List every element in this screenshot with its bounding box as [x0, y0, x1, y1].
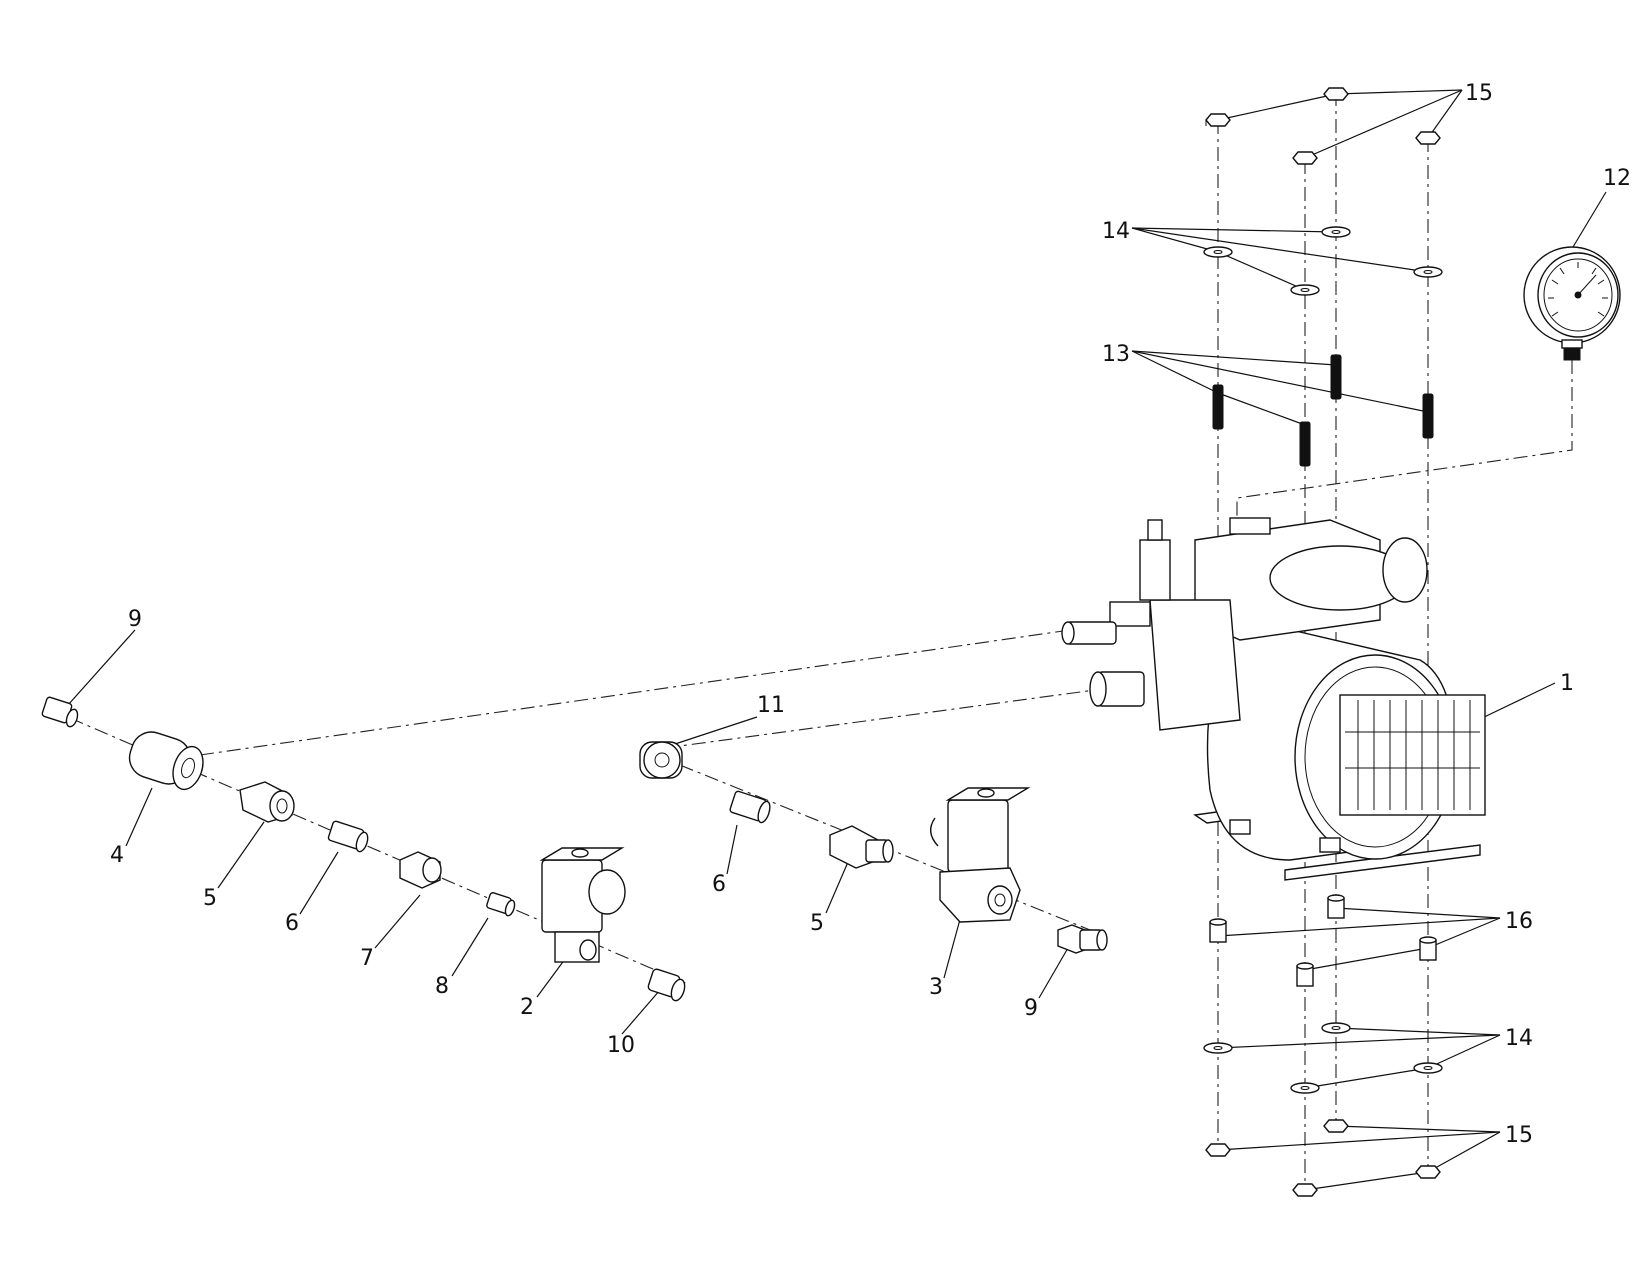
fan-grille: [1339, 694, 1486, 816]
callout-13: 13: [1102, 342, 1130, 367]
nipple-fitting-left: [41, 696, 79, 728]
callout-5-right: 5: [810, 911, 824, 936]
spacers: [1209, 894, 1437, 987]
callout-14-top: 14: [1102, 219, 1130, 244]
hex-nut: [1415, 131, 1441, 145]
assembly-centerlines: [69, 92, 1573, 1190]
nipple-fitting-right: [1057, 924, 1108, 954]
pressure-gauge-icon: [1523, 246, 1621, 361]
spacer: [1296, 962, 1314, 987]
threaded-nipple-6-right: [729, 790, 771, 824]
callout-9-left: 9: [128, 607, 142, 632]
motor-pump-assembly: [1061, 517, 1486, 881]
hex-nut: [1292, 1183, 1318, 1197]
hex-nut: [1205, 1143, 1231, 1157]
spacer: [1327, 894, 1345, 919]
callout-6-left: 6: [285, 911, 299, 936]
hex-nuts-bottom: [1205, 1119, 1441, 1197]
callout-12: 12: [1603, 166, 1631, 191]
callout-labels: 1 2 3 4 5 5 6 6 7 8 9 9 10 11 12 13 14 1…: [110, 81, 1631, 1148]
washers-bottom: [1203, 1022, 1443, 1094]
solenoid-valve-3: [930, 787, 1031, 923]
callout-7: 7: [360, 946, 374, 971]
hex-nut: [1323, 1119, 1349, 1133]
bushing-8: [486, 892, 516, 917]
callout-14-bottom: 14: [1505, 1026, 1533, 1051]
hex-nut: [1323, 87, 1349, 101]
callout-6-right: 6: [712, 872, 726, 897]
spacer: [1209, 918, 1227, 943]
hex-nut: [1205, 113, 1231, 127]
solenoid-valve-2: [539, 847, 626, 963]
threaded-nipple-6-left: [327, 820, 369, 853]
outlet-fitting: [1061, 621, 1117, 645]
callout-4: 4: [110, 843, 124, 868]
threaded-studs: [1212, 354, 1434, 467]
leader-lines: [67, 89, 1607, 1191]
hex-nut: [1292, 151, 1318, 165]
hex-adapter-5-left: [239, 781, 295, 823]
callout-1: 1: [1560, 671, 1574, 696]
callout-15-top: 15: [1465, 81, 1493, 106]
callout-15-bottom: 15: [1505, 1123, 1533, 1148]
callout-8: 8: [435, 974, 449, 999]
hex-adapter-5-right: [829, 825, 894, 869]
washers-top: [1203, 226, 1443, 296]
spacer: [1419, 936, 1437, 961]
inlet-fitting: [1089, 671, 1145, 707]
elbow-fitting-11: [639, 741, 683, 779]
hex-reducer-7: [399, 851, 442, 889]
callout-9-right: 9: [1024, 996, 1038, 1021]
callout-2: 2: [520, 995, 534, 1020]
callout-10: 10: [607, 1033, 635, 1058]
callout-16: 16: [1505, 909, 1533, 934]
callout-11: 11: [757, 693, 785, 718]
plug-10: [647, 968, 686, 1002]
callout-5-left: 5: [203, 886, 217, 911]
callout-3: 3: [929, 975, 943, 1000]
hex-nuts-top: [1205, 87, 1441, 165]
coupling-4: [128, 731, 204, 791]
hex-nut: [1415, 1165, 1441, 1179]
